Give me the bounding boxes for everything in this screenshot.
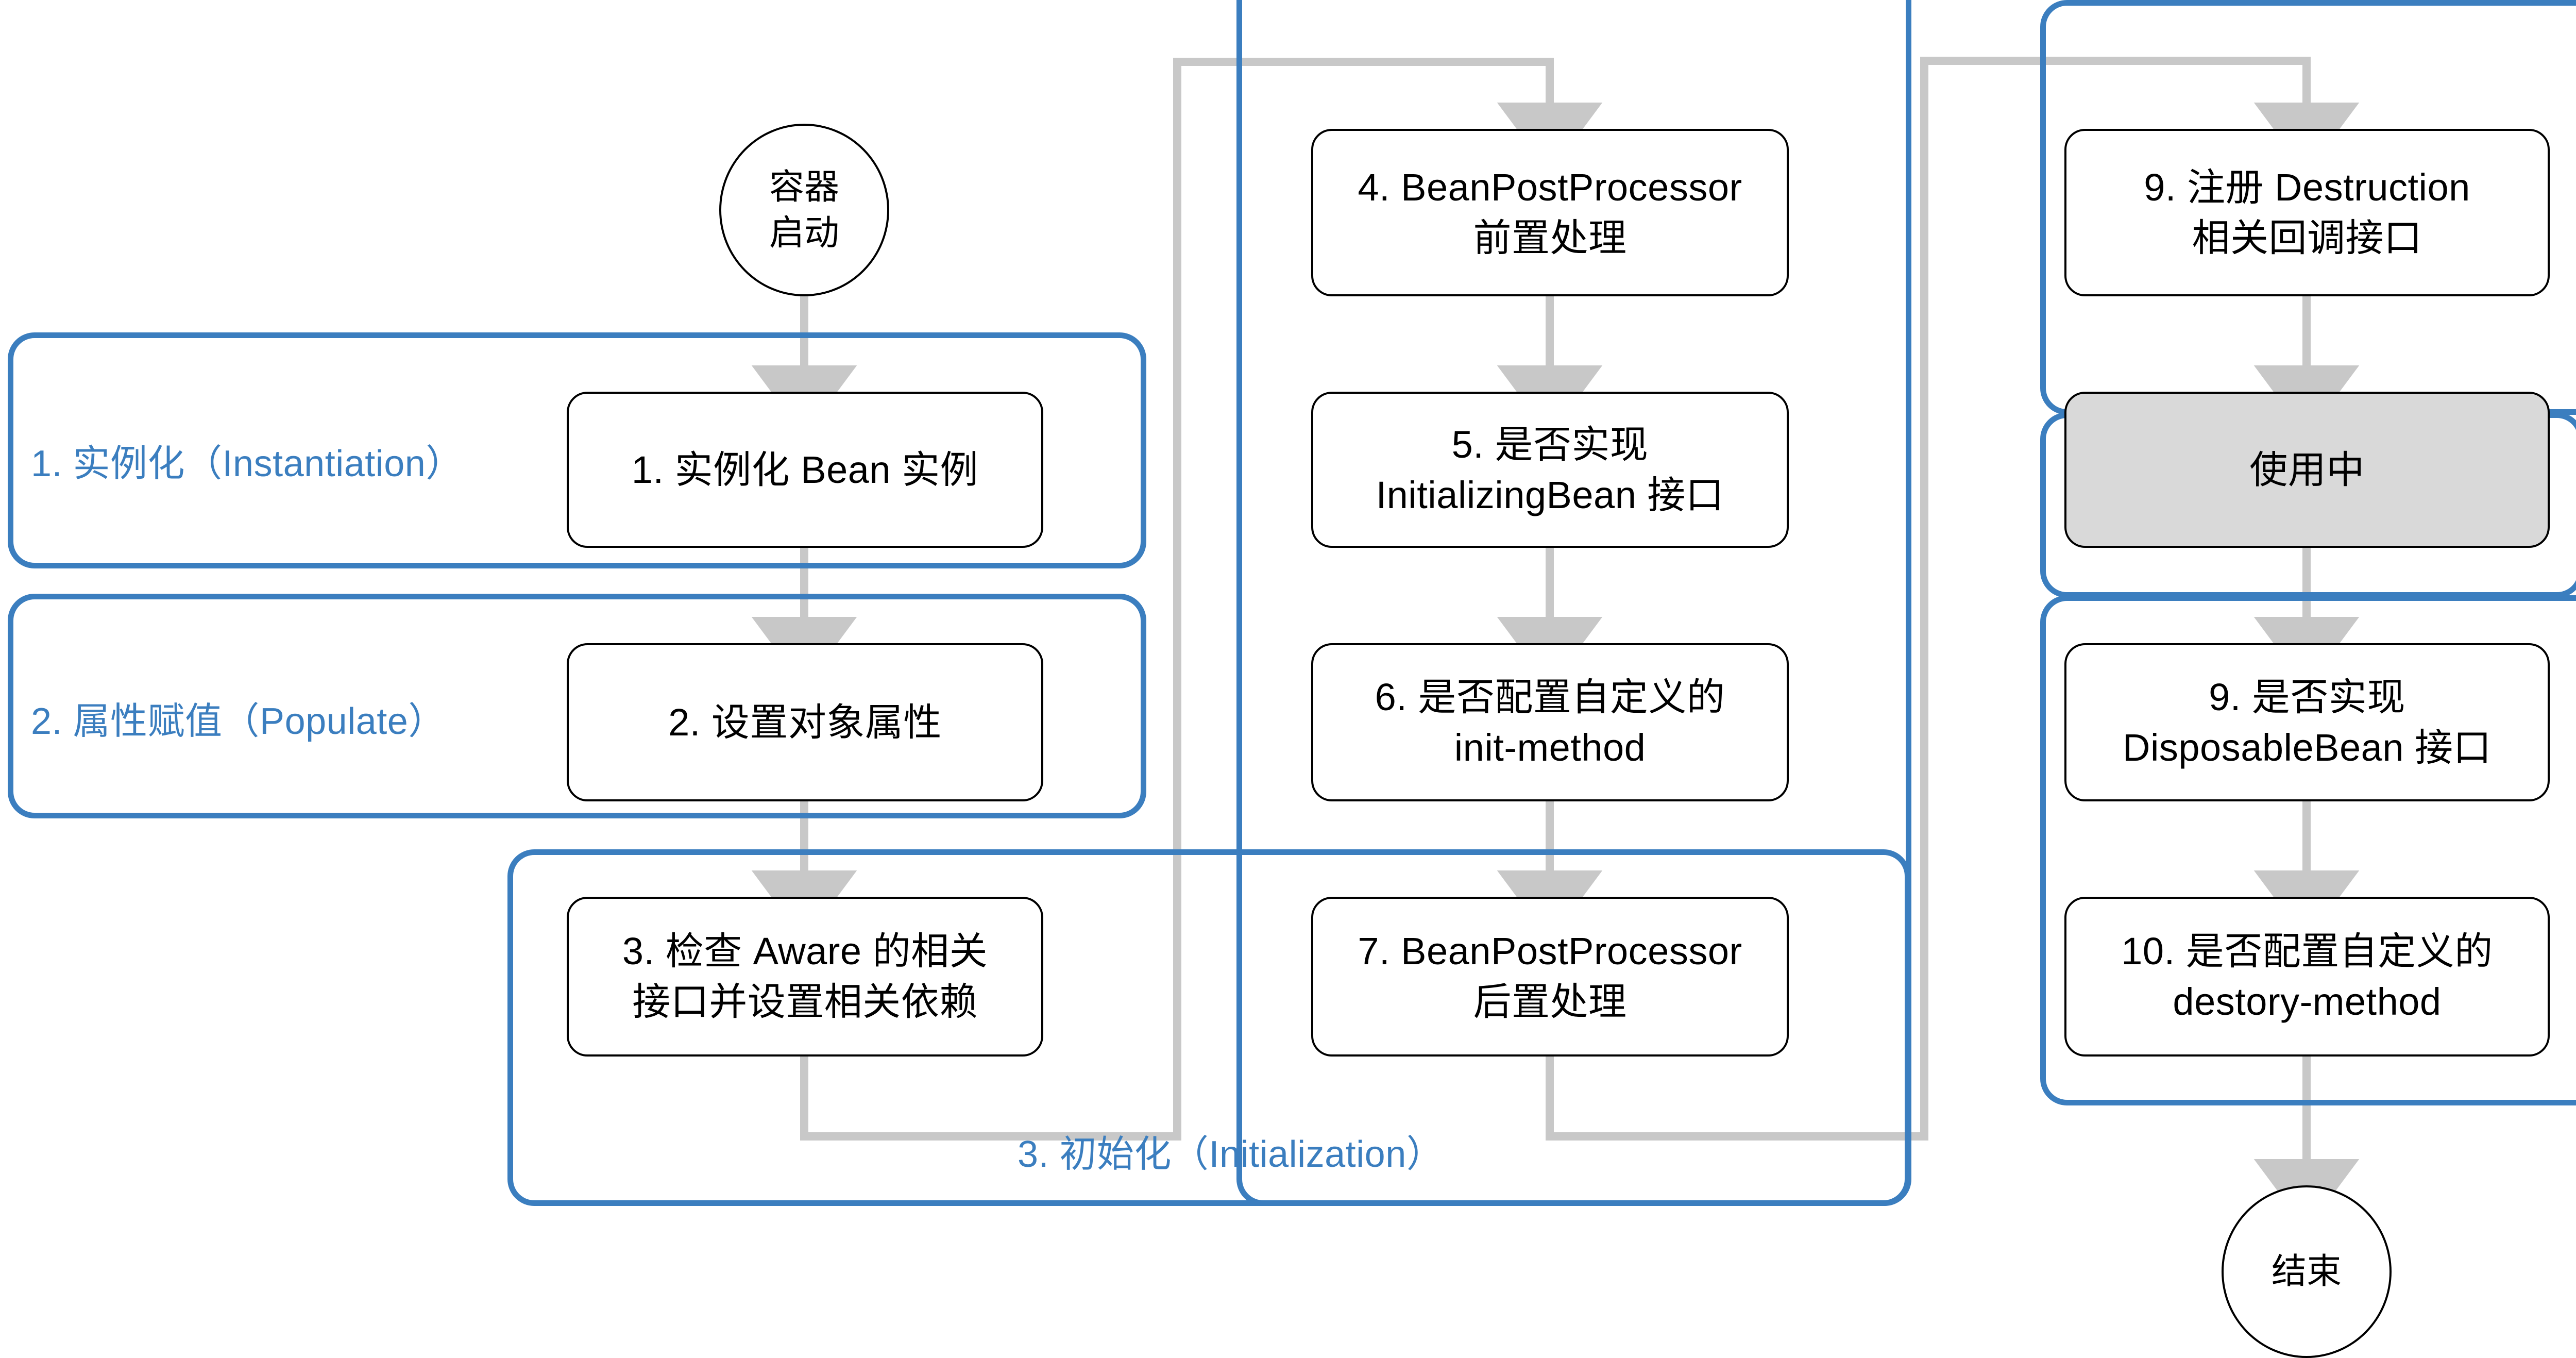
node-inuse: 使用中: [2064, 392, 2550, 548]
node-step1: 1. 实例化 Bean 实例: [567, 392, 1043, 548]
group-destruction: [2040, 595, 2576, 1105]
node-step2: 2. 设置对象属性: [567, 643, 1043, 801]
node-step9b: 9. 是否实现 DisposableBean 接口: [2064, 643, 2550, 801]
group-instantiation: [8, 332, 1146, 568]
node-step4: 4. BeanPostProcessor 前置处理: [1311, 129, 1789, 296]
node-step3: 3. 检查 Aware 的相关 接口并设置相关依赖: [567, 897, 1043, 1057]
edge-step3-step4: [800, 58, 1603, 1141]
connector-layer: [751, 57, 2360, 1230]
node-step6: 6. 是否配置自定义的 init-method: [1311, 643, 1789, 801]
node-step10: 10. 是否配置自定义的 destory-method: [2064, 897, 2550, 1057]
node-step7: 7. BeanPostProcessor 后置处理: [1311, 897, 1789, 1057]
node-step9a: 9. 注册 Destruction 相关回调接口: [2064, 129, 2550, 296]
edge-step7-step9a: [1546, 57, 2360, 1141]
end-terminator: 结束: [2222, 1185, 2392, 1358]
start-terminator: 容器 启动: [719, 124, 889, 296]
group-populate: [8, 594, 1146, 818]
group-label-instantiation: 1. 实例化（Instantiation）: [31, 443, 463, 484]
node-step5: 5. 是否实现 InitializingBean 接口: [1311, 392, 1789, 548]
group-middle-column-frame: [1236, 0, 1911, 1206]
flowchart-canvas: 1. 实例化（Instantiation） 2. 属性赋值（Populate） …: [8, 0, 2576, 1358]
group-label-initialization: 3. 初始化（Initialization）: [1018, 1134, 1444, 1175]
group-label-populate: 2. 属性赋值（Populate）: [31, 701, 446, 742]
